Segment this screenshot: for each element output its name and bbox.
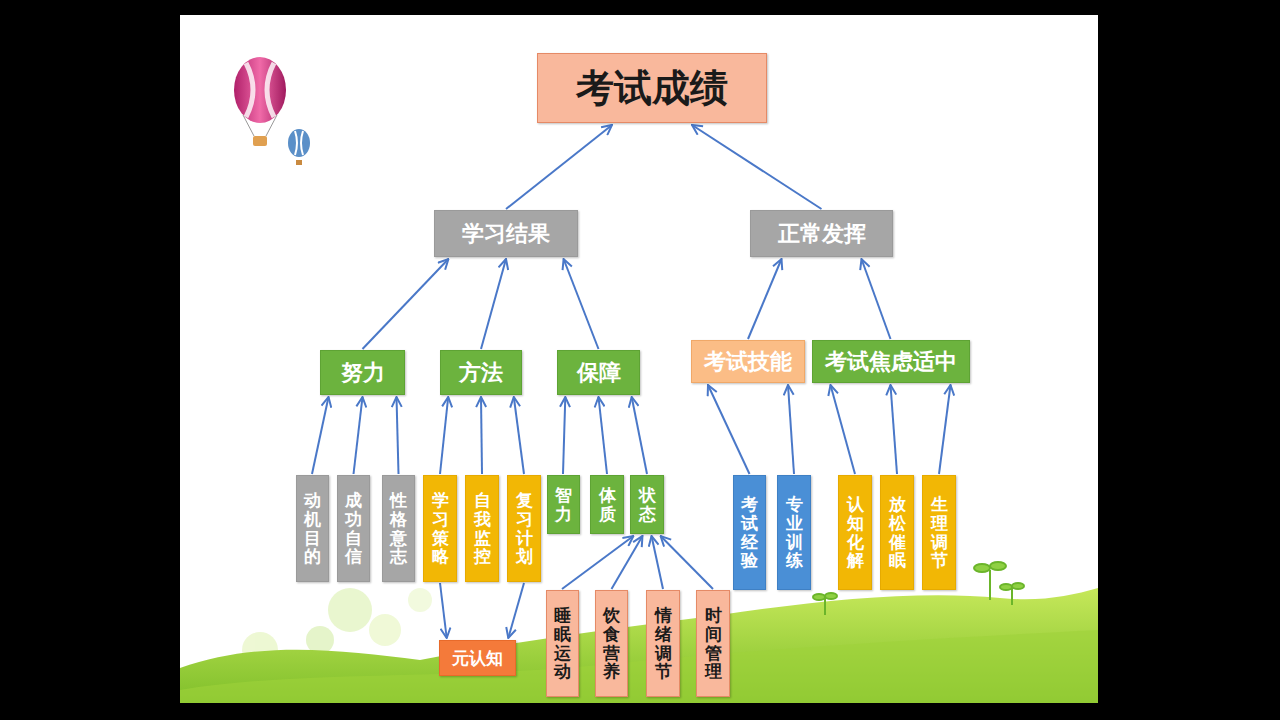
node-label: 时间管理 [705, 606, 722, 681]
arrow-connector [562, 536, 633, 589]
node-label: 动机目的 [304, 491, 321, 566]
node-label: 保障 [577, 358, 621, 388]
node-label: 睡眠运动 [554, 606, 571, 681]
factor-box: 努力 [320, 350, 405, 395]
arrow-connector [748, 259, 782, 339]
node-label: 学习结果 [462, 219, 550, 249]
sub-factor-box: 体质 [590, 475, 624, 534]
node-label: 智力 [555, 486, 572, 523]
factor-box: 保障 [557, 350, 640, 395]
factor-box: 考试焦虑适中 [812, 340, 970, 383]
node-label: 考试经验 [741, 495, 758, 570]
arrow-connector [440, 397, 448, 474]
node-label: 复习计划 [516, 491, 533, 566]
arrow-connector [506, 125, 612, 209]
node-label: 情绪调节 [655, 606, 672, 681]
state-factor-box: 情绪调节 [646, 590, 680, 697]
arrow-connector [661, 536, 713, 589]
grass-highlight [180, 630, 1098, 703]
state-factor-box: 睡眠运动 [546, 590, 579, 697]
sub-factor-box: 智力 [547, 475, 580, 534]
node-label: 考试焦虑适中 [825, 347, 957, 377]
arrow-connector [563, 397, 565, 474]
slide [180, 15, 1098, 703]
arrow-connector [440, 583, 447, 638]
grass-field [180, 588, 1098, 703]
sub-factor-box: 认知化解 [838, 475, 872, 590]
arrow-connector [788, 385, 794, 474]
node-label: 体质 [599, 486, 616, 523]
sub-factor-box: 状态 [630, 475, 664, 534]
sub-factor-box: 复习计划 [507, 475, 541, 582]
node-label: 考试成绩 [576, 63, 728, 114]
balloon-large [234, 57, 286, 146]
arrow-connector [708, 385, 750, 474]
factor-box: 正常发挥 [750, 210, 893, 257]
node-label: 努力 [341, 358, 385, 388]
factor-box: 方法 [440, 350, 522, 395]
node-label: 自我监控 [474, 491, 491, 566]
arrow-connector [354, 397, 363, 474]
arrow-connector [481, 259, 506, 349]
factor-box: 考试技能 [691, 340, 805, 383]
node-label: 正常发挥 [778, 219, 866, 249]
node-label: 性格意志 [390, 491, 407, 566]
arrow-connector [891, 385, 898, 474]
sub-factor-box: 自我监控 [465, 475, 499, 582]
node-label: 学习策略 [432, 491, 449, 566]
sub-factor-box: 动机目的 [296, 475, 329, 582]
arrow-connector [312, 397, 329, 474]
node-label: 生理调节 [931, 495, 948, 570]
arrow-connector [564, 259, 599, 349]
factor-box: 学习结果 [434, 210, 578, 257]
node-label: 考试技能 [704, 347, 792, 377]
sub-factor-box: 考试经验 [733, 475, 766, 590]
sub-factor-box: 放松催眠 [880, 475, 914, 590]
node-label: 方法 [459, 358, 503, 388]
node-label: 元认知 [452, 647, 503, 670]
node-label: 状态 [639, 486, 656, 523]
arrow-connector [363, 259, 449, 349]
balloon-small [288, 129, 310, 165]
sub-factor-box: 专业训练 [777, 475, 811, 590]
arrow-connector [599, 397, 608, 474]
node-label: 成功自信 [345, 491, 362, 566]
result-box: 考试成绩 [537, 53, 767, 123]
arrow-connector [612, 536, 643, 589]
sub-factor-box: 生理调节 [922, 475, 956, 590]
node-label: 专业训练 [786, 495, 803, 570]
sub-factor-box: 成功自信 [337, 475, 370, 582]
arrow-connector [481, 397, 482, 474]
arrow-connector [939, 385, 951, 474]
arrow-connector [514, 397, 524, 474]
arrow-connector [652, 536, 663, 589]
node-label: 饮食营养 [603, 606, 620, 681]
arrow-connector [862, 259, 891, 339]
concept-box: 元认知 [439, 640, 516, 676]
sub-factor-box: 性格意志 [382, 475, 415, 582]
node-label: 认知化解 [847, 495, 864, 570]
arrow-connector [508, 583, 524, 638]
arrow-connector [692, 125, 822, 209]
state-factor-box: 饮食营养 [595, 590, 628, 697]
sub-factor-box: 学习策略 [423, 475, 457, 582]
arrow-connector [632, 397, 647, 474]
state-factor-box: 时间管理 [696, 590, 730, 697]
arrow-connector [397, 397, 399, 474]
arrow-connector [831, 385, 856, 474]
node-label: 放松催眠 [889, 495, 906, 570]
